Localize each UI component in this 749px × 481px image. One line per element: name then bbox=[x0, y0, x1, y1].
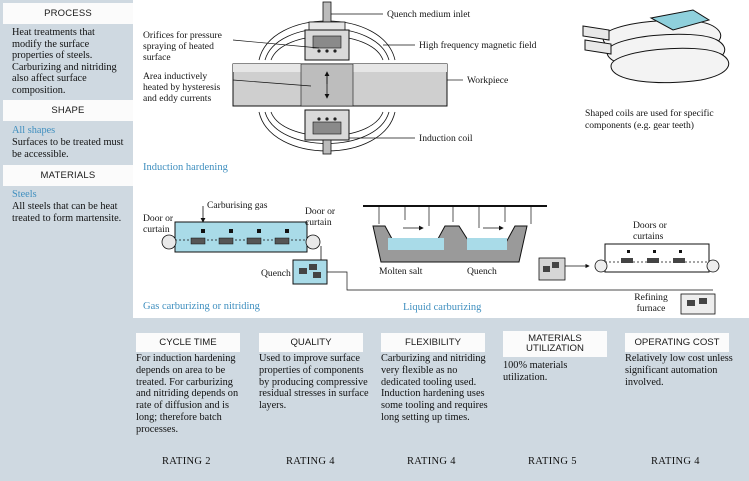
label-induction-coil: Induction coil bbox=[419, 133, 473, 144]
diagram-drawing bbox=[161, 1, 730, 315]
flexibility-rating: RATING 4 bbox=[407, 456, 456, 467]
materials-title: Steels bbox=[12, 189, 37, 200]
materials-utilization-heading: MATERIALS UTILIZATION bbox=[503, 331, 607, 357]
label-orifices: Orifices for pressure spraying of heated… bbox=[143, 30, 222, 63]
shape-text: Surfaces to be treated must be accessibl… bbox=[12, 137, 124, 160]
quality-rating: RATING 4 bbox=[286, 456, 335, 467]
label-refining-furnace: Refining furnace bbox=[634, 292, 668, 314]
caption-liquid: Liquid carburizing bbox=[403, 302, 482, 313]
materials-utilization-text: 100% materials utilization. bbox=[503, 360, 568, 383]
label-quench-inlet: Quench medium inlet bbox=[387, 9, 471, 20]
caption-induction: Induction hardening bbox=[143, 162, 228, 173]
caption-gas: Gas carburizing or nitriding bbox=[143, 301, 260, 312]
process-heading: PROCESS bbox=[3, 3, 133, 24]
label-area-heated: Area inductively heated by hysteresis an… bbox=[143, 71, 221, 104]
materials-utilization-rating: RATING 5 bbox=[528, 456, 577, 467]
induction-hardening-figure bbox=[232, 1, 463, 155]
materials-text: All steels that can be heat treated to f… bbox=[12, 201, 122, 224]
label-hf-field: High frequency magnetic field bbox=[419, 40, 537, 51]
label-molten-salt: Molten salt bbox=[379, 266, 423, 277]
label-quench-liquid: Quench bbox=[467, 266, 497, 277]
cycle-time-text: For induction hardening depends on area … bbox=[136, 353, 239, 435]
shape-heading: SHAPE bbox=[3, 100, 133, 121]
quality-heading: QUALITY bbox=[259, 333, 363, 352]
shaped-coils-note: Shaped coils are used for specific compo… bbox=[585, 108, 714, 131]
label-carburising-gas: Carburising gas bbox=[207, 200, 268, 211]
operating-cost-text: Relatively low cost unless significant a… bbox=[625, 353, 733, 388]
label-door-left: Door or curtain bbox=[143, 213, 174, 235]
cycle-time-heading: CYCLE TIME bbox=[136, 333, 240, 352]
quality-text: Used to improve surface properties of co… bbox=[259, 353, 369, 412]
flexibility-text: Carburizing and nitriding very flexible … bbox=[381, 353, 488, 423]
operating-cost-rating: RATING 4 bbox=[651, 456, 700, 467]
materials-heading: MATERIALS bbox=[3, 165, 133, 186]
label-workpiece: Workpiece bbox=[467, 75, 509, 86]
label-doors-curtains: Doors or curtains bbox=[633, 220, 667, 242]
flexibility-heading: FLEXIBILITY bbox=[381, 333, 485, 352]
cycle-time-rating: RATING 2 bbox=[162, 456, 211, 467]
process-text: Heat treatments that modify the surface … bbox=[12, 27, 117, 96]
label-quench-gas: Quench bbox=[261, 268, 291, 279]
label-door-right: Door or curtain bbox=[305, 206, 336, 228]
operating-cost-heading: OPERATING COST bbox=[625, 333, 729, 352]
liquid-carburizing-figure bbox=[363, 205, 720, 315]
process-diagram: Quench medium inlet Orifices for pressur… bbox=[133, 0, 749, 318]
shaped-coil-figure bbox=[582, 9, 730, 84]
gas-carburizing-figure bbox=[161, 206, 713, 291]
shape-title: All shapes bbox=[12, 125, 56, 136]
